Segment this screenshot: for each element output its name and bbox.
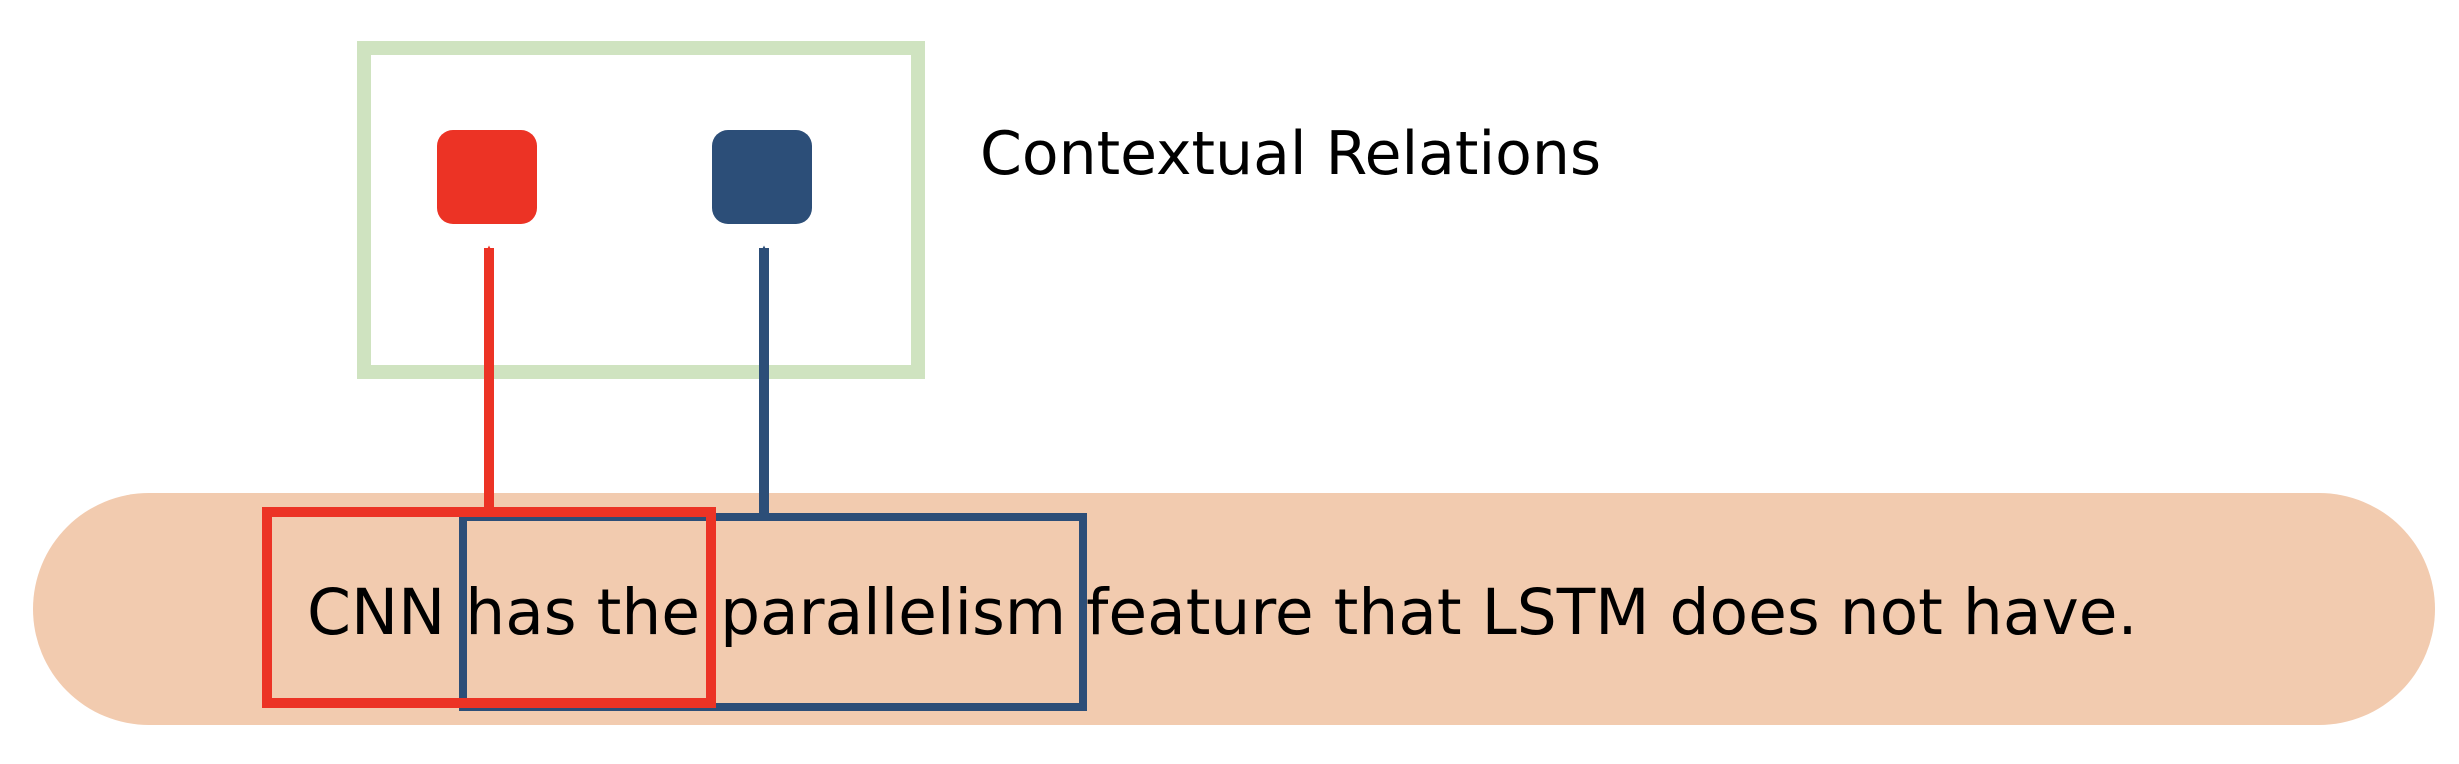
sentence-band [33,493,2435,725]
sentence-text: CNN has the parallelism feature that LST… [307,576,2138,649]
red-window [262,507,716,708]
contextual-relations-label: Contextual Relations [980,119,1602,189]
red-square [437,130,537,224]
blue-window [459,513,1087,711]
blue-square [712,130,812,224]
